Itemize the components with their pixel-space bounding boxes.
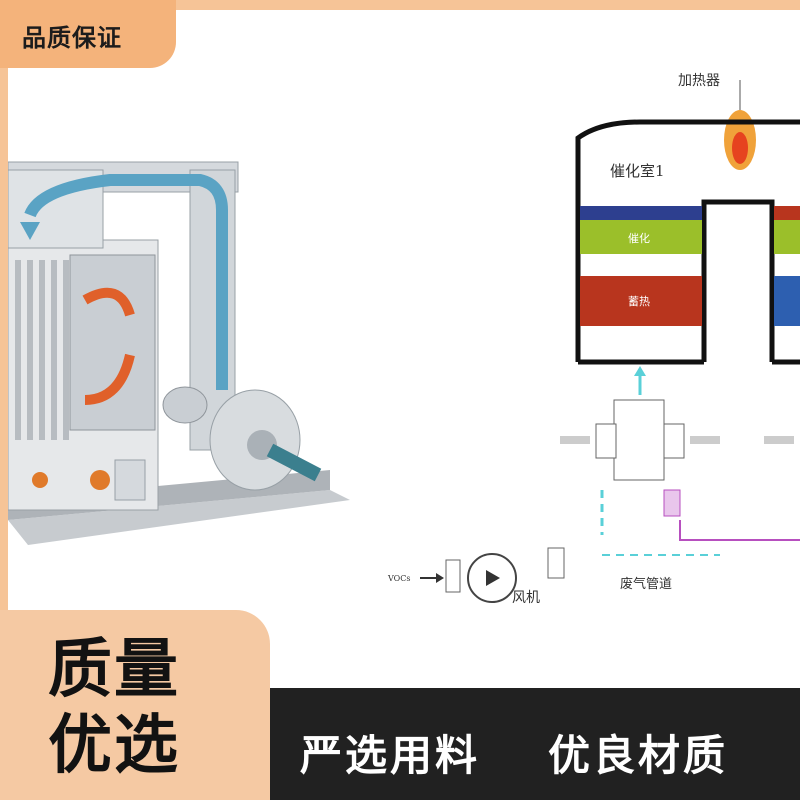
top-border-strip [0, 0, 800, 10]
badge-line-1: 质量 [48, 633, 180, 707]
left-border-strip [0, 0, 8, 800]
quality-choice-badge [0, 610, 270, 800]
process-schematic: 加热器 催化室1 催化 蓄热 [387, 73, 800, 606]
catalyst-label: 催化 [628, 231, 650, 245]
slogan-quality-materials: 优良材质 [548, 731, 729, 780]
heat-storage-label: 蓄热 [628, 295, 650, 308]
equipment-diagram: 加热器 催化室1 催化 蓄热 [7, 73, 800, 606]
slogan-strict-materials: 严选用料 [300, 731, 481, 780]
quality-guarantee-text: 品质保证 [22, 24, 122, 52]
heater-label: 加热器 [678, 73, 720, 89]
fan-label: 风机 [512, 590, 540, 606]
catalytic-machine-illustration [7, 161, 350, 545]
pipe-label: 废气管道 [620, 576, 672, 592]
quality-guarantee-badge: 品质保证 [0, 0, 176, 68]
badge-line-2: 优选 [48, 709, 180, 783]
chamber-label: 催化室1 [610, 162, 665, 180]
quality-choice-text: 质量 优选 [48, 632, 218, 784]
inlet-label: VOCs [387, 574, 410, 583]
